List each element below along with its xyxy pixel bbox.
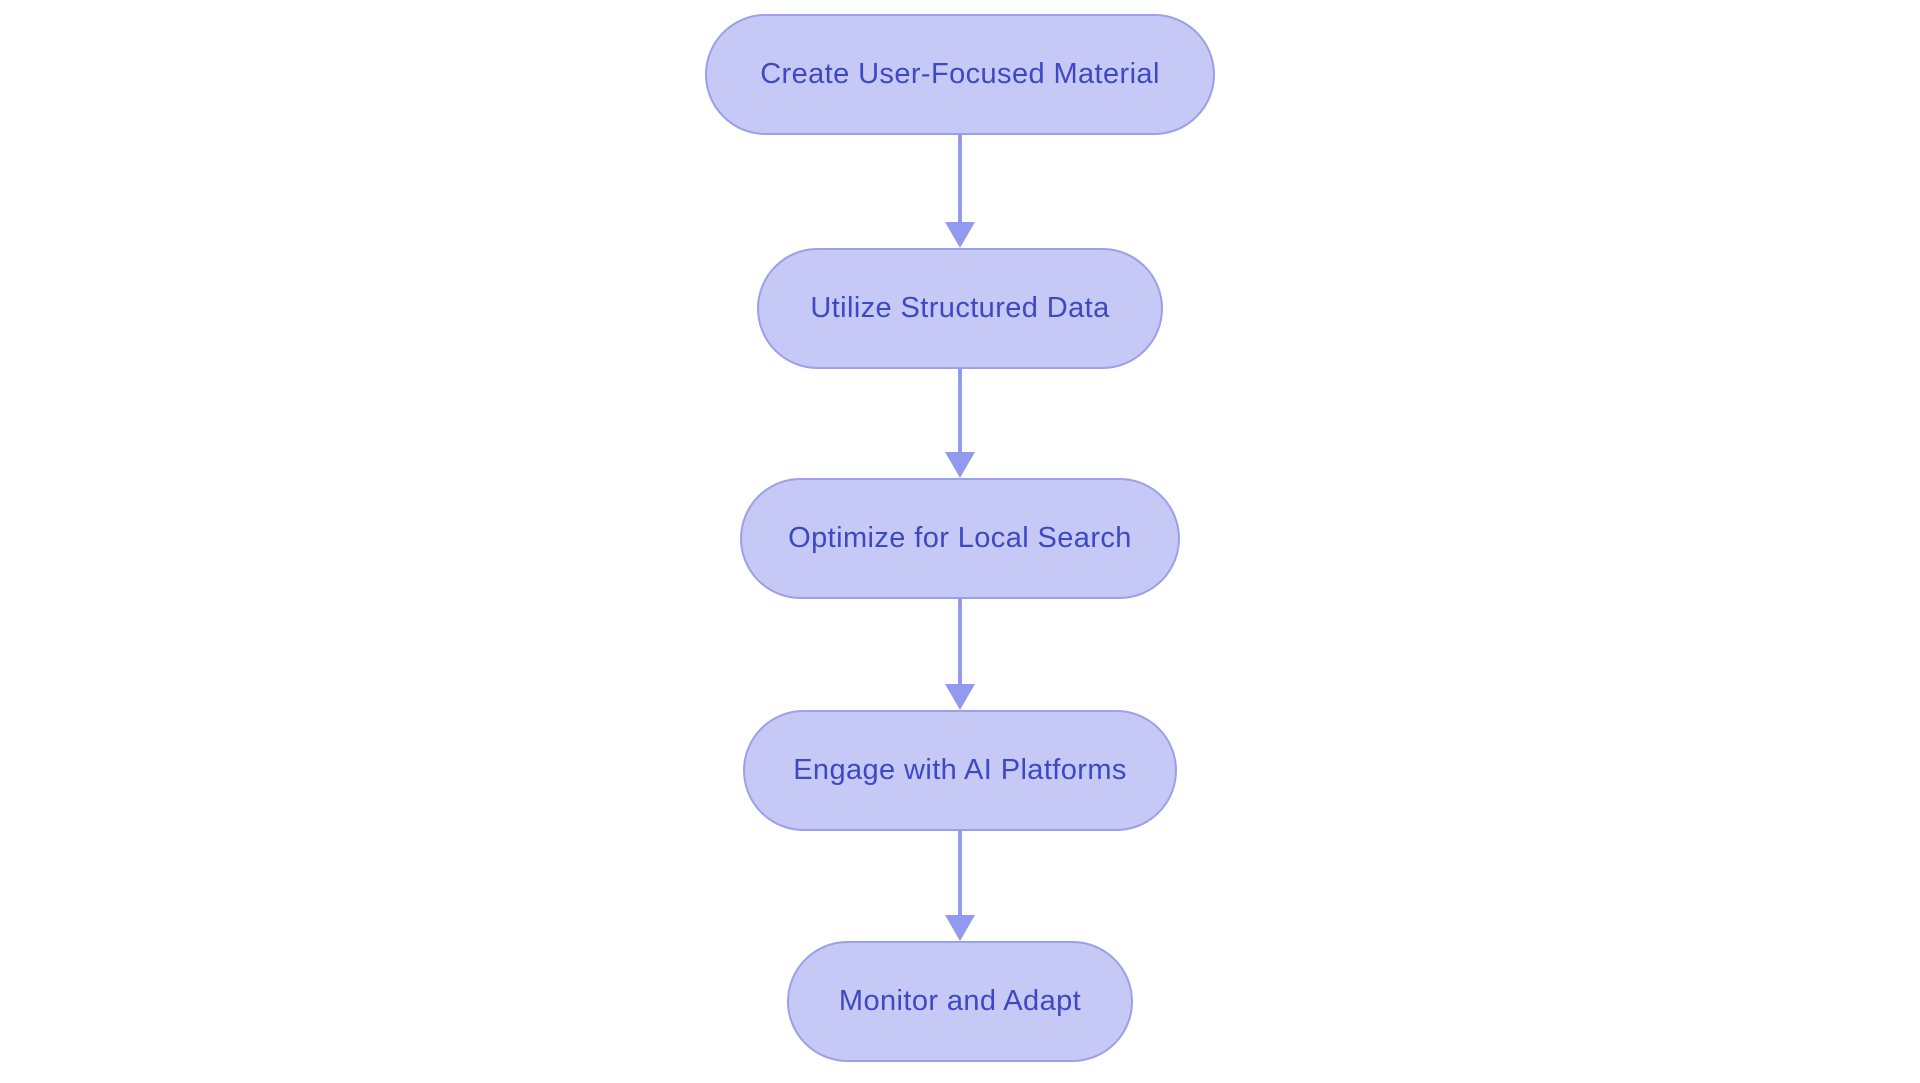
node-label: Engage with AI Platforms — [793, 754, 1127, 786]
arrow-line — [958, 135, 962, 224]
edge-arrow-1 — [945, 135, 975, 248]
flow-node-engage-with-ai-platforms: Engage with AI Platforms — [743, 710, 1177, 831]
arrow-down-icon — [945, 684, 975, 710]
flow-node-utilize-structured-data: Utilize Structured Data — [757, 248, 1163, 369]
edge-arrow-4 — [945, 831, 975, 941]
edge-arrow-3 — [945, 599, 975, 710]
arrow-down-icon — [945, 915, 975, 941]
arrow-line — [958, 369, 962, 454]
arrow-line — [958, 599, 962, 686]
node-label: Utilize Structured Data — [810, 292, 1110, 324]
node-label: Create User-Focused Material — [760, 58, 1160, 90]
arrow-down-icon — [945, 452, 975, 478]
node-label: Optimize for Local Search — [788, 522, 1132, 554]
edge-arrow-2 — [945, 369, 975, 478]
node-label: Monitor and Adapt — [838, 985, 1082, 1017]
arrow-down-icon — [945, 222, 975, 248]
arrow-line — [958, 831, 962, 917]
flow-node-create-user-focused-material: Create User-Focused Material — [705, 14, 1215, 135]
flow-node-optimize-for-local-search: Optimize for Local Search — [740, 478, 1180, 599]
flow-node-monitor-and-adapt: Monitor and Adapt — [787, 941, 1133, 1062]
